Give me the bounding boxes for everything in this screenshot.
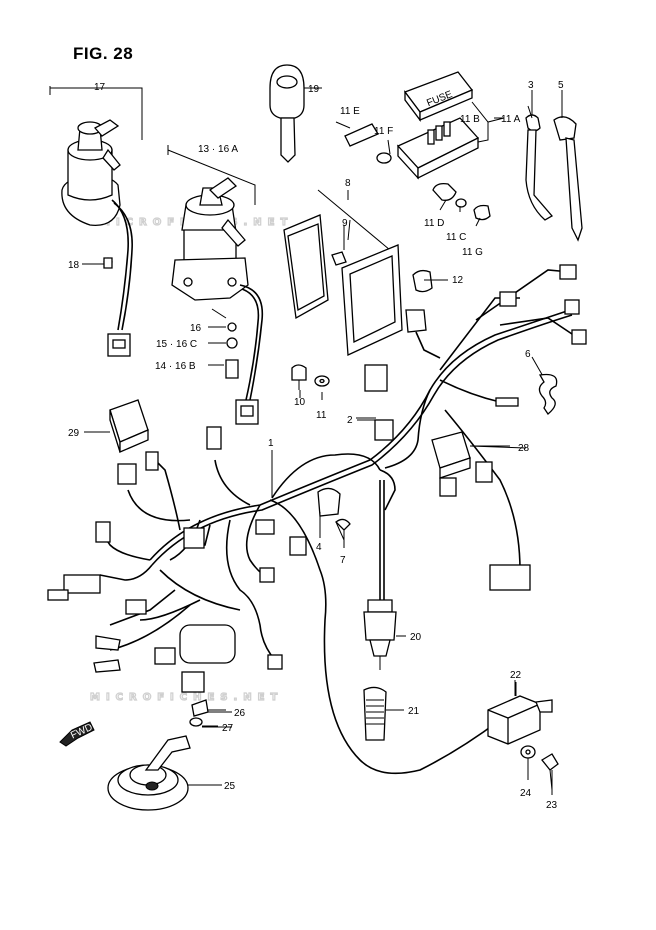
bolt-26	[191, 699, 226, 717]
callout-1: 1	[268, 438, 274, 449]
leader-lines	[82, 105, 563, 791]
ignition-switch-17	[49, 86, 143, 357]
callout-14-16b: 14 · 16 B	[155, 361, 196, 372]
horn-25	[107, 735, 220, 811]
callout-23: 23	[546, 800, 558, 811]
callout-7: 7	[340, 555, 346, 566]
spring-21	[363, 686, 404, 741]
callout-3: 3	[528, 80, 534, 91]
callout-21: 21	[408, 706, 420, 717]
ignition-switch-13	[167, 145, 264, 425]
callout-22: 22	[510, 670, 522, 681]
screw-23	[541, 753, 559, 795]
callout-11d: 11 D	[424, 218, 444, 229]
switch-22	[487, 680, 553, 745]
callout-29: 29	[68, 428, 80, 439]
screw-10	[291, 364, 307, 390]
relay-28	[431, 431, 510, 479]
relay-29	[84, 399, 149, 453]
callout-2: 2	[347, 415, 353, 426]
screw-7	[335, 518, 351, 548]
strap-5	[553, 90, 583, 242]
fwd-label: FWD	[69, 722, 94, 742]
clip-6	[531, 356, 558, 415]
coil-unit	[154, 624, 236, 693]
callout-17: 17	[94, 82, 106, 93]
callout-26: 26	[234, 708, 246, 719]
callout-8: 8	[345, 178, 351, 189]
connector-12	[405, 269, 448, 359]
callout-9: 9	[342, 218, 348, 229]
callout-25: 25	[224, 781, 236, 792]
strap-3	[525, 90, 554, 221]
callout-11c: 11 C	[446, 232, 466, 243]
callout-4: 4	[316, 542, 322, 553]
callout-16: 16	[190, 323, 202, 334]
cover-8	[283, 189, 403, 356]
callout-24: 24	[520, 788, 532, 799]
callout-11: 11	[316, 410, 327, 421]
callout-6: 6	[525, 349, 531, 360]
callout-11f: 11 F	[374, 126, 393, 137]
callout-11g: 11 G	[462, 247, 483, 258]
callout-13-16a: 13 · 16 A	[198, 144, 238, 155]
callout-10: 10	[294, 397, 306, 408]
callout-19: 19	[308, 84, 320, 95]
fuse-box-11: FUSE	[344, 71, 505, 221]
callout-11b: 11 B	[460, 114, 480, 125]
callout-11a: 11 A	[501, 114, 521, 125]
watermark-bottom: MICROFICHES.NET	[90, 692, 283, 703]
washer-27	[189, 717, 218, 727]
callout-11e: 11 E	[340, 106, 360, 117]
harness-connectors	[47, 264, 587, 673]
callout-15-16c: 15 · 16 C	[156, 339, 197, 350]
callout-20: 20	[410, 632, 422, 643]
key-19	[269, 64, 322, 163]
washer-11	[314, 375, 330, 387]
callout-18: 18	[68, 260, 80, 271]
figure-title: FIG. 28	[73, 44, 134, 63]
callout-5: 5	[558, 80, 564, 91]
switch-20	[363, 480, 406, 670]
callout-28: 28	[518, 443, 530, 454]
fwd-arrow-icon: FWD	[59, 721, 95, 747]
callout-27: 27	[222, 723, 234, 734]
callout-12: 12	[452, 275, 464, 286]
